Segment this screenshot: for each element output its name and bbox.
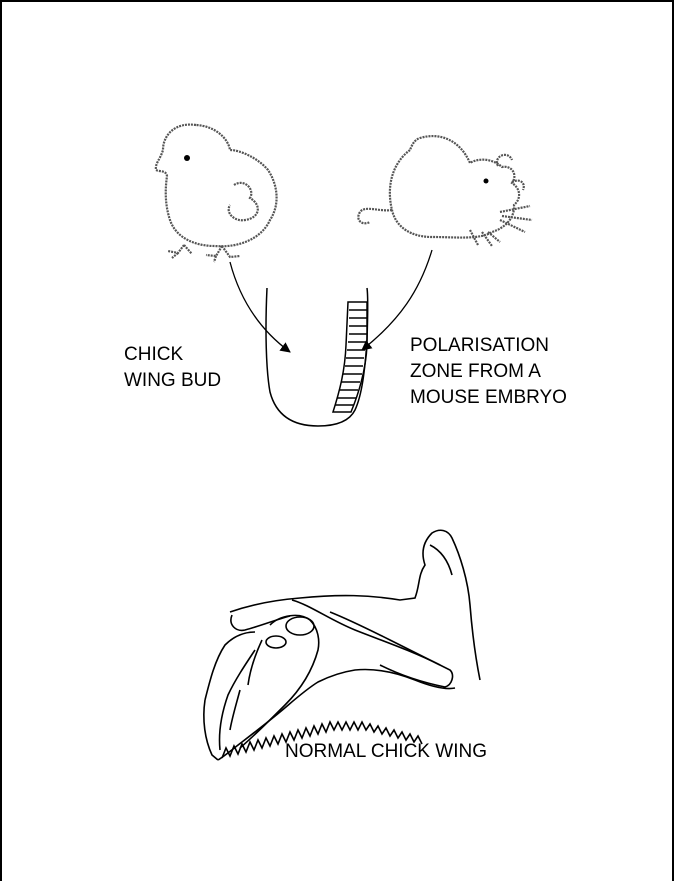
chick-icon	[156, 125, 277, 262]
chick-wing-bud-label-line1: CHICK	[124, 343, 183, 367]
polarisation-zone-label-line2: ZONE FROM A	[410, 360, 541, 384]
polarisation-zone-label-line3: MOUSE EMBRYO	[410, 386, 567, 410]
mouse-icon	[358, 136, 532, 246]
normal-chick-wing-drawing	[204, 530, 480, 760]
normal-chick-wing-label: NORMAL CHICK WING	[285, 740, 487, 764]
chick-wing-bud-label-line2: WING BUD	[124, 369, 221, 393]
wing-bud-diagram	[266, 288, 368, 426]
polarisation-zone-label-line1: POLARISATION	[410, 334, 549, 358]
arrow-chick-to-bud	[230, 262, 290, 352]
mouse-eye-icon	[484, 179, 489, 184]
chick-eye-icon	[184, 155, 190, 161]
